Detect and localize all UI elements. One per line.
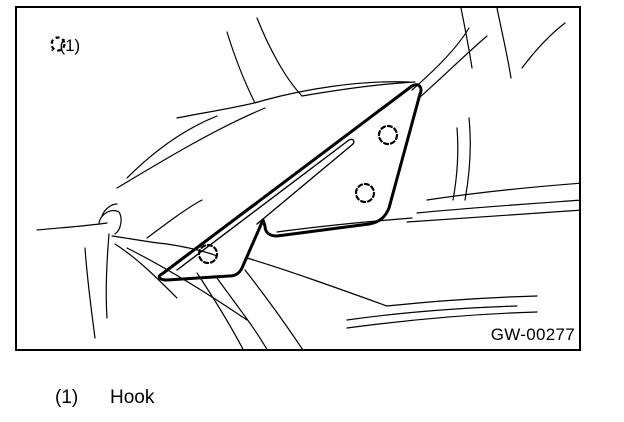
dashed-circle-icon	[50, 36, 66, 52]
callout-name: Hook	[110, 387, 155, 408]
hook-3-icon	[197, 243, 219, 265]
legend-key: : (1)	[50, 36, 80, 56]
figure-code: GW-00277	[490, 325, 575, 344]
hook-markers	[197, 124, 399, 265]
figure-frame: : (1) GW-00277	[15, 6, 581, 351]
hook-1-icon	[377, 124, 399, 146]
mirror-cover	[157, 83, 423, 282]
mirror-cover-illustration	[36, 8, 579, 349]
hook-2-icon	[354, 182, 376, 204]
callout-number: (1)	[55, 387, 79, 408]
body-structure-lines	[36, 8, 579, 349]
callout-list: (1) Hook	[55, 387, 154, 409]
